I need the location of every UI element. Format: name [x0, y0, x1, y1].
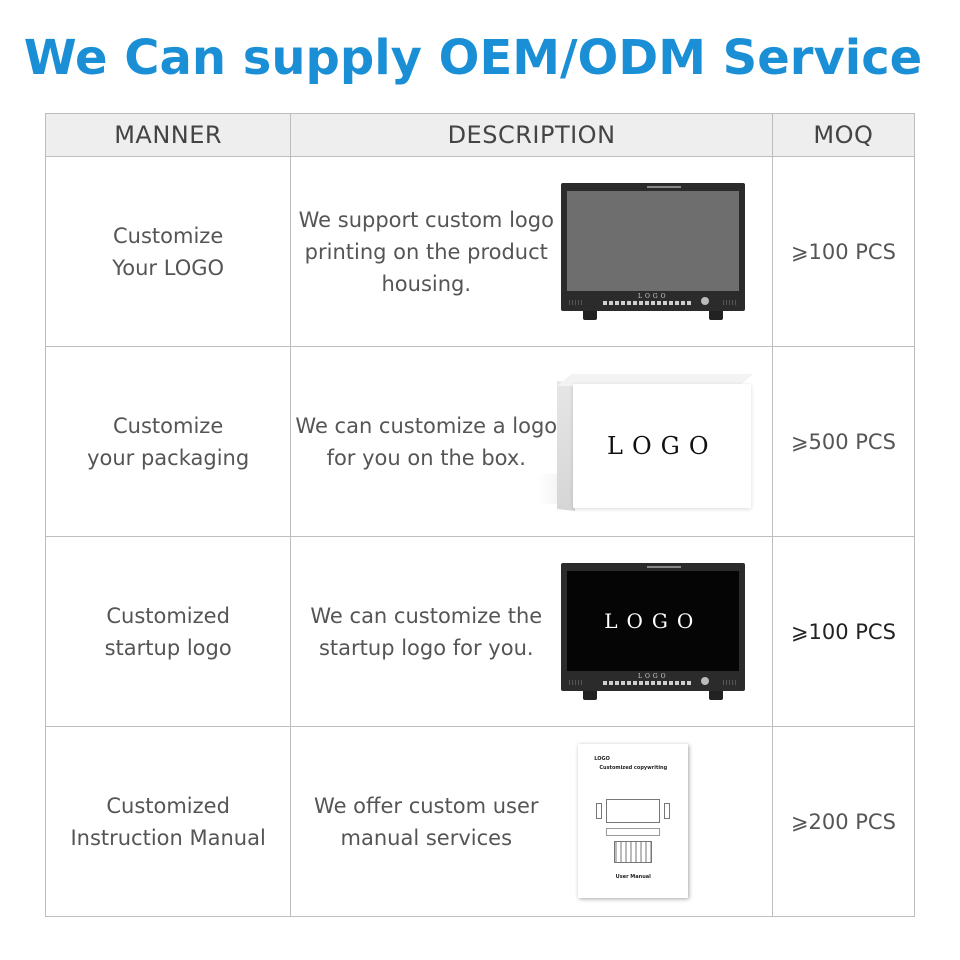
user-manual-image: LOGO Customized copywriting User Manual [578, 744, 689, 898]
housing-logo-text: LOGO [637, 673, 669, 680]
manner-line: Customize [113, 223, 224, 248]
description-text: We can customize a logo for you on the b… [295, 413, 558, 470]
manner-cell: Customize Your LOGO [44, 156, 292, 347]
description-text: We offer custom user manual services [314, 793, 539, 850]
box-logo-text: LOGO [607, 432, 718, 460]
box-image: LOGO [537, 374, 754, 514]
description-text: We can customize the startup logo for yo… [310, 603, 543, 660]
manner-line: Instruction Manual [70, 825, 266, 850]
description-cell: We support custom logo printing on the p… [290, 156, 773, 347]
manner-cell: Customized Instruction Manual [44, 726, 292, 917]
manual-footer: User Manual [615, 874, 651, 880]
manner-line: Customized [106, 793, 230, 818]
page-title: We Can supply OEM/ODM Service [23, 30, 923, 86]
header-moq: MOQ [771, 113, 916, 157]
moq-cell: ⩾100 PCS [771, 156, 916, 347]
description-text: We support custom logo printing on the p… [298, 207, 554, 296]
housing-logo-text: LOGO [637, 293, 669, 300]
header-description: DESCRIPTION [290, 113, 773, 157]
monitor-image: LOGO [561, 183, 746, 320]
table-row: Customized startup logo We can customize… [44, 536, 916, 727]
manner-line: startup logo [104, 635, 232, 660]
manual-heading: Customized copywriting [599, 765, 668, 771]
manner-cell: Customize your packaging [44, 346, 292, 537]
moq-value: ⩾200 PCS [790, 809, 896, 834]
manual-logo-text: LOGO [594, 756, 610, 762]
monitor-startup-image: LOGO LOGO [561, 563, 746, 700]
table-row: Customize Your LOGO We support custom lo… [44, 156, 916, 347]
manner-line: Customized [106, 603, 230, 628]
description-cell: We can customize a logo for you on the b… [290, 346, 773, 537]
table-header-row: MANNER DESCRIPTION MOQ [44, 113, 916, 157]
header-manner: MANNER [44, 113, 292, 157]
moq-value: ⩾100 PCS [790, 619, 896, 644]
description-cell: We can customize the startup logo for yo… [290, 536, 773, 727]
table-row: Customize your packaging We can customiz… [44, 346, 916, 537]
moq-cell: ⩾100 PCS [771, 536, 916, 727]
description-cell: We offer custom user manual services LOG… [290, 726, 773, 917]
moq-value: ⩾100 PCS [790, 239, 896, 264]
table-row: Customized Instruction Manual We offer c… [44, 726, 916, 917]
manner-line: your packaging [87, 445, 250, 470]
manner-line: Customize [113, 413, 224, 438]
startup-logo-text: LOGO [604, 609, 703, 633]
manner-cell: Customized startup logo [44, 536, 292, 727]
moq-cell: ⩾500 PCS [771, 346, 916, 537]
moq-cell: ⩾200 PCS [771, 726, 916, 917]
moq-value: ⩾500 PCS [790, 429, 896, 454]
oem-service-table: MANNER DESCRIPTION MOQ Customize Your LO… [44, 113, 916, 917]
manner-line: Your LOGO [112, 255, 225, 280]
